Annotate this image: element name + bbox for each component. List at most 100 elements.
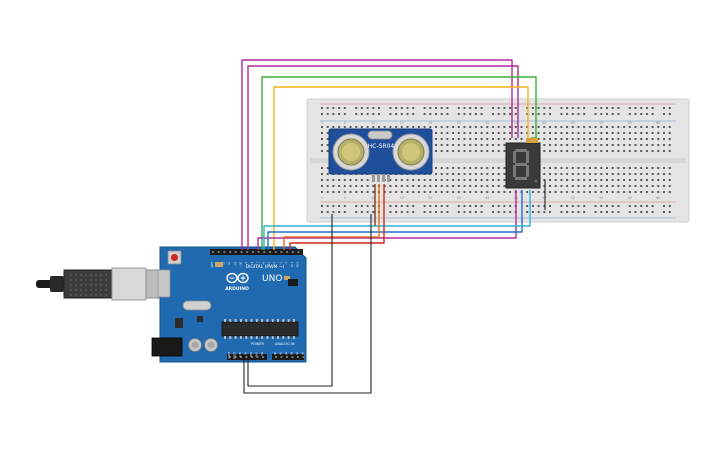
analog-pin-holes [275, 356, 305, 358]
wire-blue[interactable] [267, 190, 523, 250]
arduino-brand: ARDUINO [225, 286, 249, 292]
pin-label: 8 [251, 261, 254, 263]
pin-label: ~3 [279, 261, 282, 265]
pin-label: VIN [261, 352, 264, 356]
column-number: 55 [628, 121, 632, 125]
column-number: 15 [400, 196, 404, 200]
chip-pins [224, 319, 295, 339]
power-header-label: POWER [251, 342, 265, 346]
column-number: 25 [457, 196, 461, 200]
pin-label: 2 [285, 261, 288, 263]
pin-label: A4 [296, 351, 299, 354]
pin-label: A0 [274, 351, 277, 354]
pin-label: A3 [291, 351, 294, 354]
decimal-point [534, 179, 538, 183]
column-number: 20 [428, 196, 432, 200]
arduino-model: UNO [262, 274, 282, 284]
digital-header-label: DIGITAL (PWM ~) [246, 264, 285, 270]
column-number: 10 [371, 121, 375, 125]
pin-label: A1 [280, 351, 283, 354]
wire-cyan[interactable] [263, 190, 531, 250]
column-number: 5 [344, 121, 346, 125]
pin-label: 4 [274, 261, 277, 263]
seven-segment-display[interactable]: 8 [0, 0, 541, 189]
ultrasonic-sensor[interactable]: HC-SR04 [328, 128, 433, 182]
pin-label: ~6 [262, 261, 265, 265]
sensor-label: HC-SR04 [368, 143, 395, 150]
wire-black[interactable] [243, 214, 372, 394]
wire-red[interactable] [289, 184, 385, 250]
column-number: 45 [571, 121, 575, 125]
column-number: 1 [321, 121, 323, 125]
pin-label: 12 [228, 261, 231, 264]
column-number: 40 [542, 196, 546, 200]
pin-label: A2 [285, 351, 288, 354]
pin-label: AREF [211, 261, 214, 267]
segment-d [515, 177, 527, 180]
pin-label: ~10 [240, 261, 243, 266]
wires [241, 59, 546, 394]
segment-a [515, 149, 527, 152]
wire-black[interactable] [247, 214, 333, 387]
column-number: 55 [628, 196, 632, 200]
analog-header-label: ANALOG IN [275, 342, 295, 346]
pin-label: TX 1 [291, 261, 294, 267]
wire-magenta[interactable] [241, 59, 513, 250]
power-pin-holes [229, 356, 264, 358]
column-number: 50 [599, 121, 603, 125]
arduino-logo [226, 272, 249, 284]
pin-label: 5V [245, 351, 248, 354]
crystal-oscillator [182, 300, 212, 311]
usb-grip-pattern [70, 274, 107, 296]
column-number: 25 [457, 121, 461, 125]
pin-label: RESET [234, 351, 237, 359]
pin-label: IOREF [228, 351, 231, 358]
segment-b [526, 151, 529, 163]
column-number: 30 [485, 121, 489, 125]
column-number: 40 [542, 121, 546, 125]
column-number: 20 [428, 121, 432, 125]
column-number: 15 [400, 121, 404, 125]
wire-yellow[interactable] [273, 86, 529, 250]
pin-label: RX 0 [297, 261, 300, 267]
column-number: 30 [485, 196, 489, 200]
pin-label: GND [256, 352, 259, 357]
pin-label: ~9 [245, 261, 248, 265]
segment-f [513, 151, 516, 163]
usb-cable[interactable] [36, 267, 169, 301]
digital-pin-holes [212, 251, 300, 253]
column-number: 10 [371, 196, 375, 200]
display-digit [513, 149, 529, 180]
column-number: 45 [571, 196, 575, 200]
segment-g [515, 163, 527, 166]
icsp-header [288, 279, 298, 286]
wire-magenta[interactable] [257, 190, 517, 250]
wire-magenta[interactable] [247, 65, 519, 250]
pin-label: 7 [257, 261, 260, 263]
segment-c [526, 165, 529, 177]
segment-e [513, 165, 516, 177]
pin-label: A5 [302, 351, 305, 354]
column-number: 1 [321, 196, 323, 200]
pin-label: 3.3V [239, 352, 242, 357]
pin-label: 13 [222, 261, 225, 264]
column-number: 35 [514, 121, 518, 125]
power-jack[interactable] [151, 337, 183, 357]
microcontroller-chip [221, 319, 299, 339]
column-number: 5 [344, 196, 346, 200]
breadboard-column-numbers: 1155101015152020252530303535404045455050… [321, 121, 660, 200]
pin-label: ~11 [234, 261, 237, 266]
column-number: 50 [599, 196, 603, 200]
display-digit-value: 8 [0, 0, 1, 1]
pin-label: ~5 [268, 261, 271, 265]
column-number: 60 [656, 121, 660, 125]
column-number: 60 [656, 196, 660, 200]
